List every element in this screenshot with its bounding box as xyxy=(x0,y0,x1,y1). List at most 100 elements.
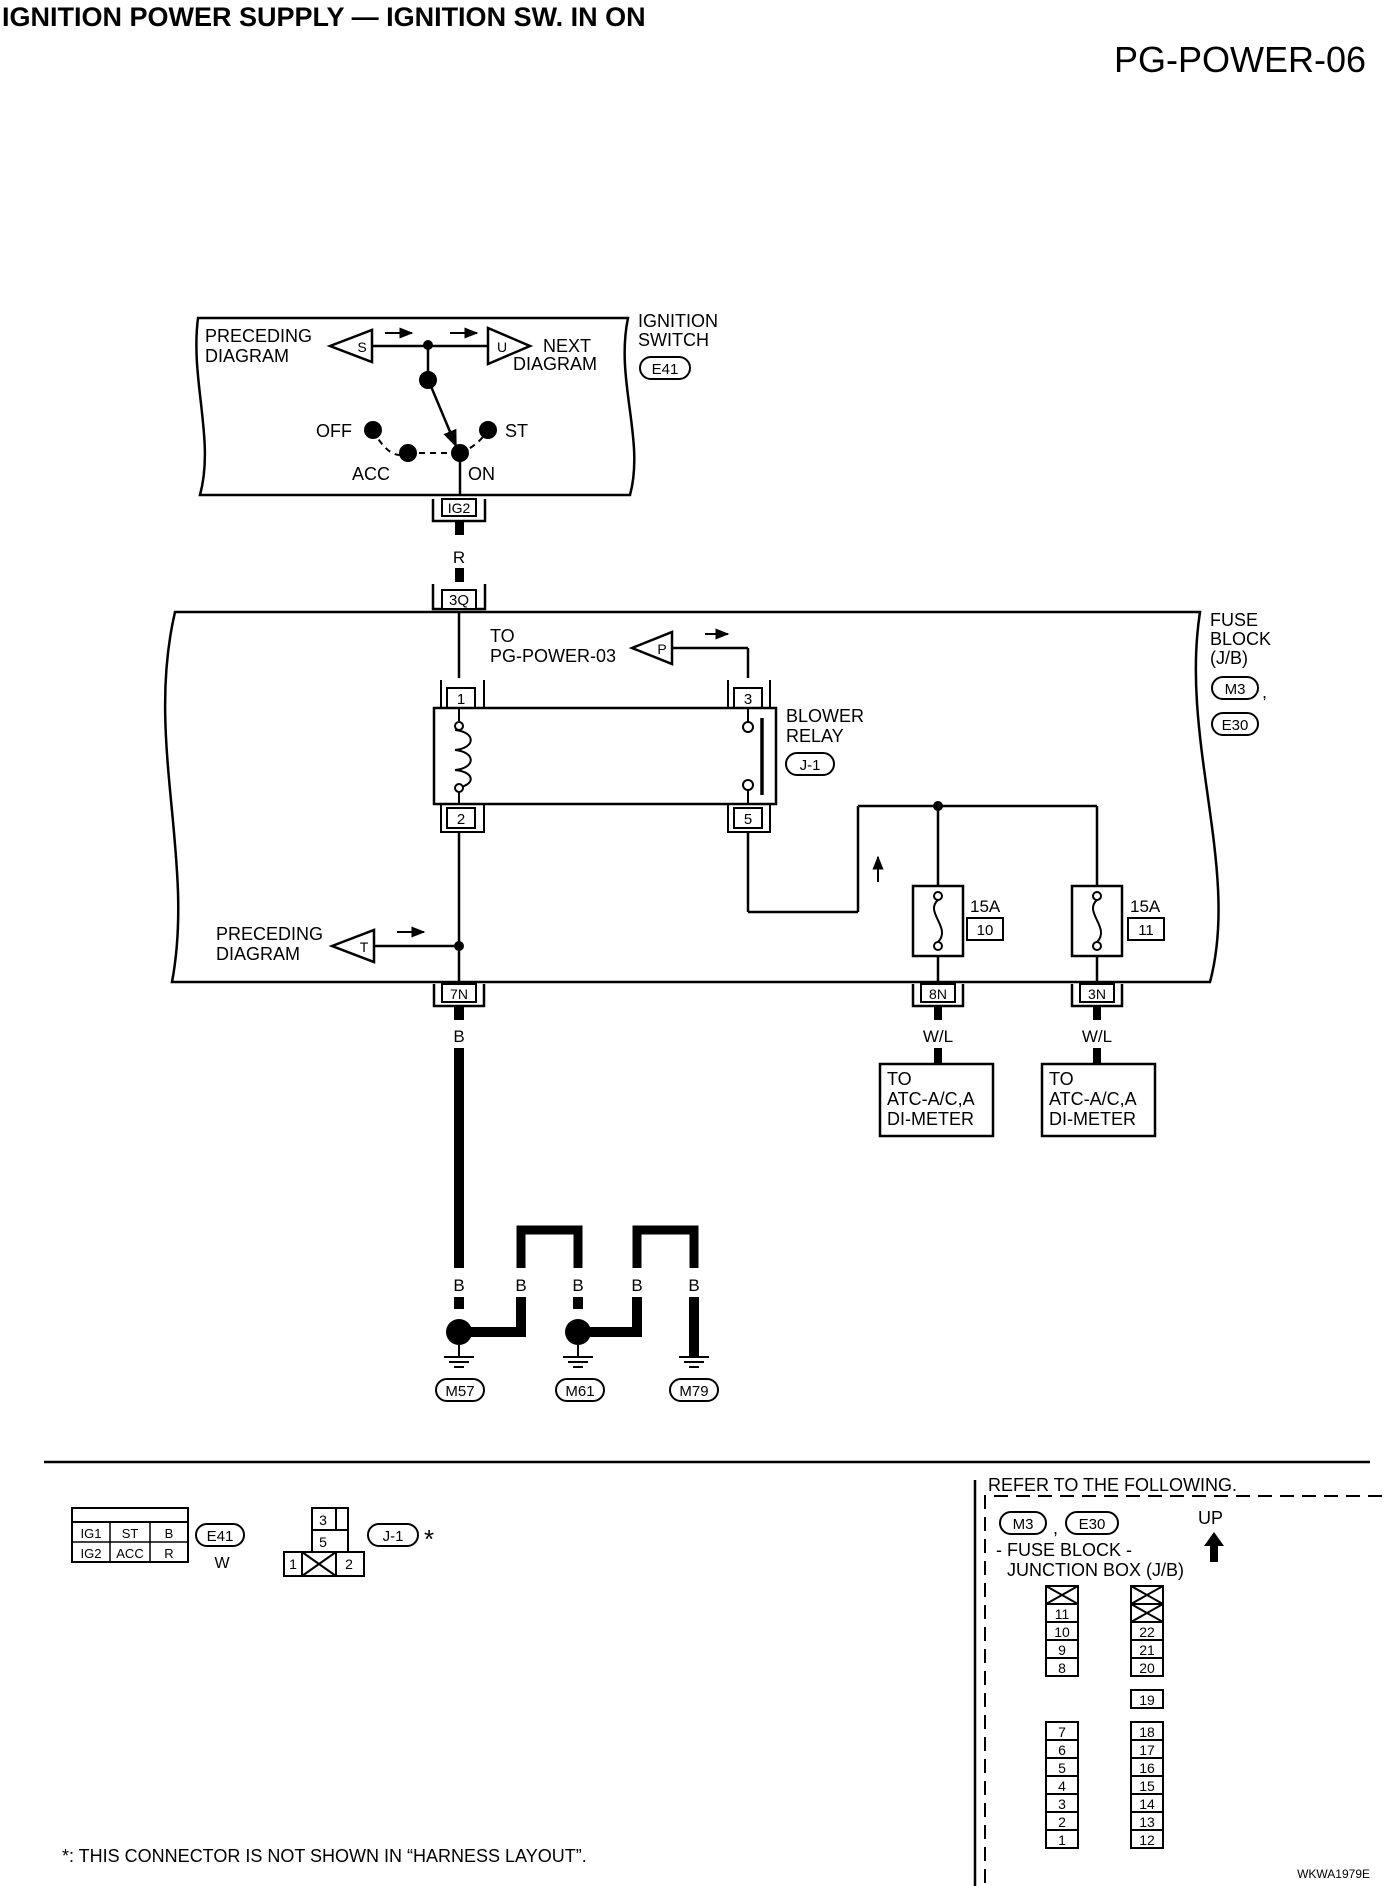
fuse-slot-1: 1 xyxy=(1058,1832,1066,1848)
fuse-slot-11: 11 xyxy=(1055,1606,1070,1622)
j1-cell-2: 2 xyxy=(345,1556,353,1572)
fuse-slot-19: 19 xyxy=(1139,1692,1155,1708)
connector-j1-text: J-1 xyxy=(800,757,821,774)
wire-b-label-main: B xyxy=(453,1027,464,1046)
relay-pin-5-label: 5 xyxy=(744,811,752,828)
preceding-diagram-label-2: DIAGRAM xyxy=(205,346,289,366)
terminal-8n-label: 8N xyxy=(929,986,947,1002)
destination-1-line2: ATC-A/C,A xyxy=(887,1089,975,1109)
fuse-slot-12: 12 xyxy=(1139,1832,1155,1848)
marker-s-label: S xyxy=(357,339,366,355)
ground-m57-text: M57 xyxy=(445,1383,474,1400)
e41-cell-ig2: IG2 xyxy=(81,1546,102,1561)
preceding-diagram-label-1: PRECEDING xyxy=(205,326,312,346)
preceding-t-label-2: DIAGRAM xyxy=(216,944,300,964)
fuse-block-label-3: (J/B) xyxy=(1210,648,1248,668)
j1-cell-1: 1 xyxy=(289,1556,297,1572)
terminal-7n xyxy=(441,983,477,1003)
ignition-switch-label-2: SWITCH xyxy=(638,330,709,350)
refer-title: REFER TO THE FOLLOWING. xyxy=(988,1475,1237,1495)
e41-cell-acc: ACC xyxy=(116,1546,143,1561)
terminal-ig2 xyxy=(441,498,477,517)
up-arrow-icon xyxy=(1204,1532,1224,1562)
fuse-slot-18: 18 xyxy=(1139,1724,1155,1740)
ground-m79-badge xyxy=(669,1378,719,1402)
refer-box-border xyxy=(984,1495,1382,1884)
connector-marker-u xyxy=(486,326,534,366)
page-title: IGNITION POWER SUPPLY — IGNITION SW. IN … xyxy=(2,2,646,32)
fuse-slot-10: 10 xyxy=(1054,1624,1070,1640)
relay-pin-5 xyxy=(733,807,763,829)
connector-m3-badge xyxy=(1211,676,1259,700)
connector-e30-badge xyxy=(1211,712,1259,736)
ground-m61-badge xyxy=(555,1378,605,1402)
e41-view-badge xyxy=(195,1523,245,1547)
fuse-slot-15: 15 xyxy=(1139,1778,1155,1794)
ground-m57-badge xyxy=(435,1378,485,1402)
ground-symbol-m79 xyxy=(679,1356,709,1368)
ground-splice-m57 xyxy=(446,1319,472,1345)
connector-m3-text: M3 xyxy=(1225,681,1246,698)
to-pg-power-label-2: PG-POWER-03 xyxy=(490,646,616,666)
wire-b-label-2: B xyxy=(515,1276,526,1295)
e41-cell-b: B xyxy=(165,1526,174,1541)
terminal-3q-label: 3Q xyxy=(449,592,469,609)
refer-e30-badge xyxy=(1065,1511,1119,1535)
j1-cell-5: 5 xyxy=(319,1534,327,1550)
fuse-slot-13: 13 xyxy=(1139,1814,1155,1830)
next-diagram-label-2: DIAGRAM xyxy=(513,354,597,374)
fuse-slot-21: 21 xyxy=(1139,1642,1155,1658)
fuse-10-number: 10 xyxy=(977,922,994,939)
relay-pin-2 xyxy=(446,807,476,829)
fuse-slot-9: 9 xyxy=(1058,1642,1066,1658)
connector-e41-text: E41 xyxy=(652,361,679,378)
fuse-slot-7: 7 xyxy=(1058,1724,1066,1740)
page-code: PG-POWER-06 xyxy=(1114,39,1366,80)
terminal-ig2-label: IG2 xyxy=(448,500,471,516)
terminal-7n-label: 7N xyxy=(450,986,468,1002)
connector-e41-badge xyxy=(639,356,691,380)
destination-box-1 xyxy=(878,1062,995,1138)
destination-1-line3: DI-METER xyxy=(887,1109,974,1129)
wire-b-label-5: B xyxy=(688,1276,699,1295)
switch-off-label: OFF xyxy=(316,421,352,441)
switch-st-label: ST xyxy=(505,421,528,441)
svg-text:,: , xyxy=(1053,1518,1058,1538)
connector-j1-badge xyxy=(785,752,835,776)
j1-view-badge xyxy=(367,1523,419,1547)
relay-coil xyxy=(454,729,472,789)
ground-wire-main xyxy=(454,1048,464,1268)
refer-e30-text: E30 xyxy=(1079,1516,1106,1533)
switch-pivot xyxy=(419,371,437,389)
wire-r-label: R xyxy=(453,548,465,567)
relay-pin-2-label: 2 xyxy=(457,811,465,828)
j1-view-star: * xyxy=(424,1524,434,1554)
fuse-block-label-1: FUSE xyxy=(1210,610,1258,630)
blower-relay-label-2: RELAY xyxy=(786,726,844,746)
fuse-slot-2: 2 xyxy=(1058,1814,1066,1830)
fuse-slot-17: 17 xyxy=(1139,1742,1155,1758)
destination-2-line2: ATC-A/C,A xyxy=(1049,1089,1137,1109)
fuse-block-label-2: BLOCK xyxy=(1210,629,1271,649)
marker-p-label: P xyxy=(657,641,666,657)
next-diagram-label-1: NEXT xyxy=(543,336,591,356)
marker-t-label: T xyxy=(360,939,369,955)
relay-pin-1-label: 1 xyxy=(457,691,465,708)
wire-b-label-1: B xyxy=(453,1276,464,1295)
fuse-slot-5: 5 xyxy=(1058,1760,1066,1776)
terminal-8n xyxy=(920,983,956,1003)
switch-on-label: ON xyxy=(468,464,495,484)
ground-splice-m61 xyxy=(565,1319,591,1345)
wire-b-label-4: B xyxy=(631,1276,642,1295)
fuse-slot-6: 6 xyxy=(1058,1742,1066,1758)
fuse-block-outline xyxy=(163,610,1220,984)
fuse-slot-22: 22 xyxy=(1139,1624,1155,1640)
wire-wl-label-2: W/L xyxy=(1082,1027,1112,1046)
ground-m61-text: M61 xyxy=(565,1383,594,1400)
refer-desc-2: JUNCTION BOX (J/B) xyxy=(1007,1560,1184,1580)
footnote: *: THIS CONNECTOR IS NOT SHOWN IN “HARNE… xyxy=(62,1846,587,1866)
fuse-11-number: 11 xyxy=(1138,922,1154,939)
ground-m79-text: M79 xyxy=(679,1383,708,1400)
to-pg-power-label-1: TO xyxy=(490,626,515,646)
